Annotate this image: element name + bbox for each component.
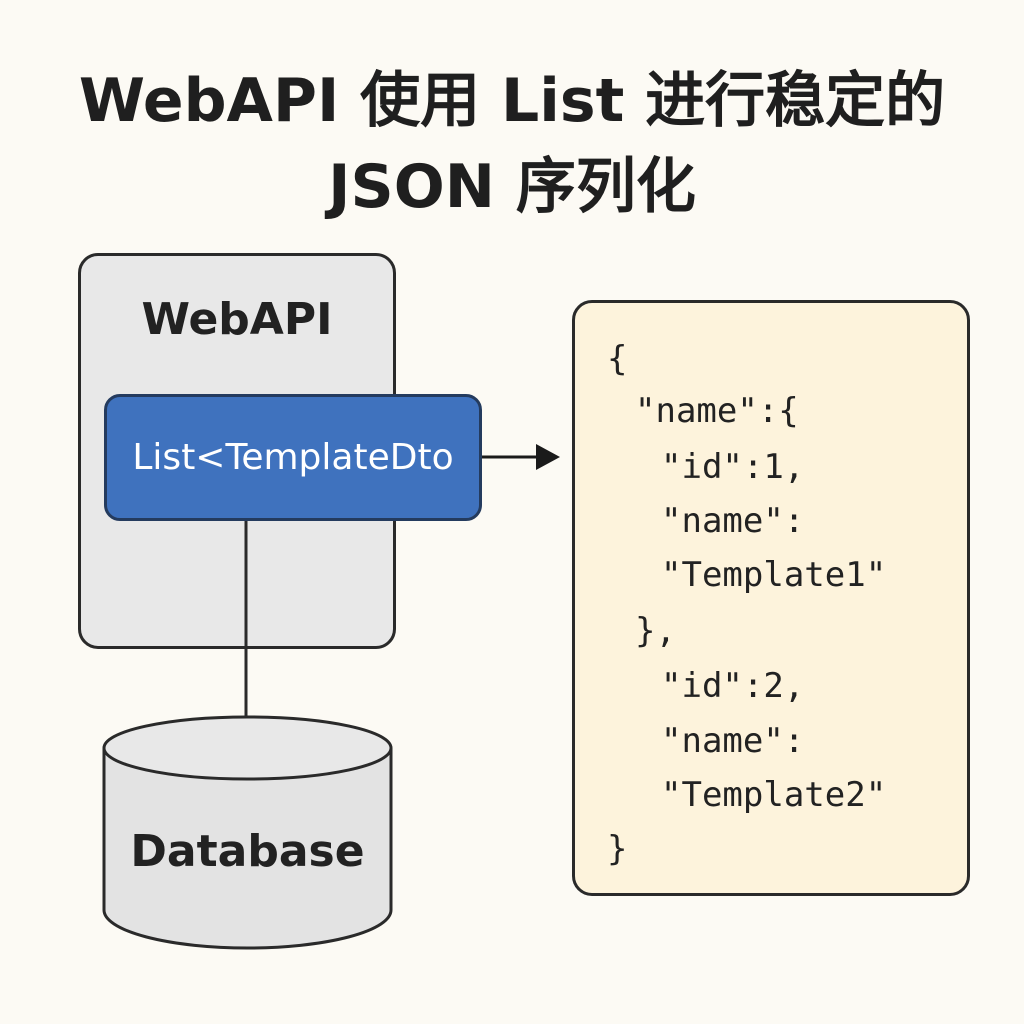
json-output-panel: { "name":{ "id":1, "name": "Template1" }… (572, 300, 970, 896)
json-line: "name":{ (635, 391, 799, 431)
diagram-title: WebAPI 使用 List 进行稳定的 JSON 序列化 (0, 58, 1024, 230)
diagram-title-line-1: WebAPI 使用 List 进行稳定的 (78, 66, 946, 136)
database-label: Database (130, 826, 365, 877)
list-to-json-arrow-head (536, 444, 560, 470)
json-line: "Template1" (661, 555, 887, 595)
json-line: "name": (661, 721, 805, 761)
list-template-dto-label: List<TemplateDto (132, 437, 454, 478)
json-line: }, (635, 611, 676, 651)
database-cylinder (102, 715, 393, 950)
webapi-label: WebAPI (141, 294, 333, 345)
json-line: "id":2, (661, 666, 805, 706)
json-line: { (607, 339, 628, 379)
database-cylinder-body (102, 748, 393, 950)
diagram-title-line-2: JSON 序列化 (328, 152, 696, 222)
json-line: "Template2" (661, 775, 887, 815)
json-line: "name": (661, 501, 805, 541)
list-template-dto-box: List<TemplateDto (104, 394, 482, 521)
json-line: } (607, 829, 628, 869)
database-cylinder-top (102, 715, 393, 781)
json-line: "id":1, (661, 447, 805, 487)
